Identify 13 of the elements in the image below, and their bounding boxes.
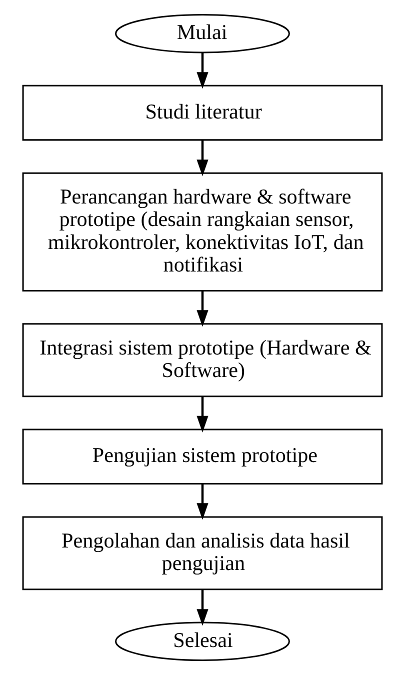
arrow bbox=[196, 396, 208, 432]
node-box: Pengolahan dan analisis data hasil pengujian bbox=[22, 516, 382, 590]
node-box: Studi literatur bbox=[22, 84, 382, 141]
arrow bbox=[196, 52, 208, 89]
arrow bbox=[196, 140, 208, 176]
node-box: Perancangan hardware & software prototipe (desain rangkaian sensor, mikrokontroler, konektivitas IoT, dan notifikasi bbox=[22, 172, 382, 292]
node-box: Integrasi sistem prototipe (Hardware & Software) bbox=[22, 323, 382, 398]
arrow bbox=[196, 484, 208, 520]
node-ellipse: Selesai bbox=[114, 622, 290, 661]
node-ellipse: Mulai bbox=[114, 14, 290, 54]
node-box: Pengujian sistem prototipe bbox=[22, 428, 382, 485]
arrow bbox=[196, 290, 208, 327]
arrow bbox=[196, 590, 208, 626]
